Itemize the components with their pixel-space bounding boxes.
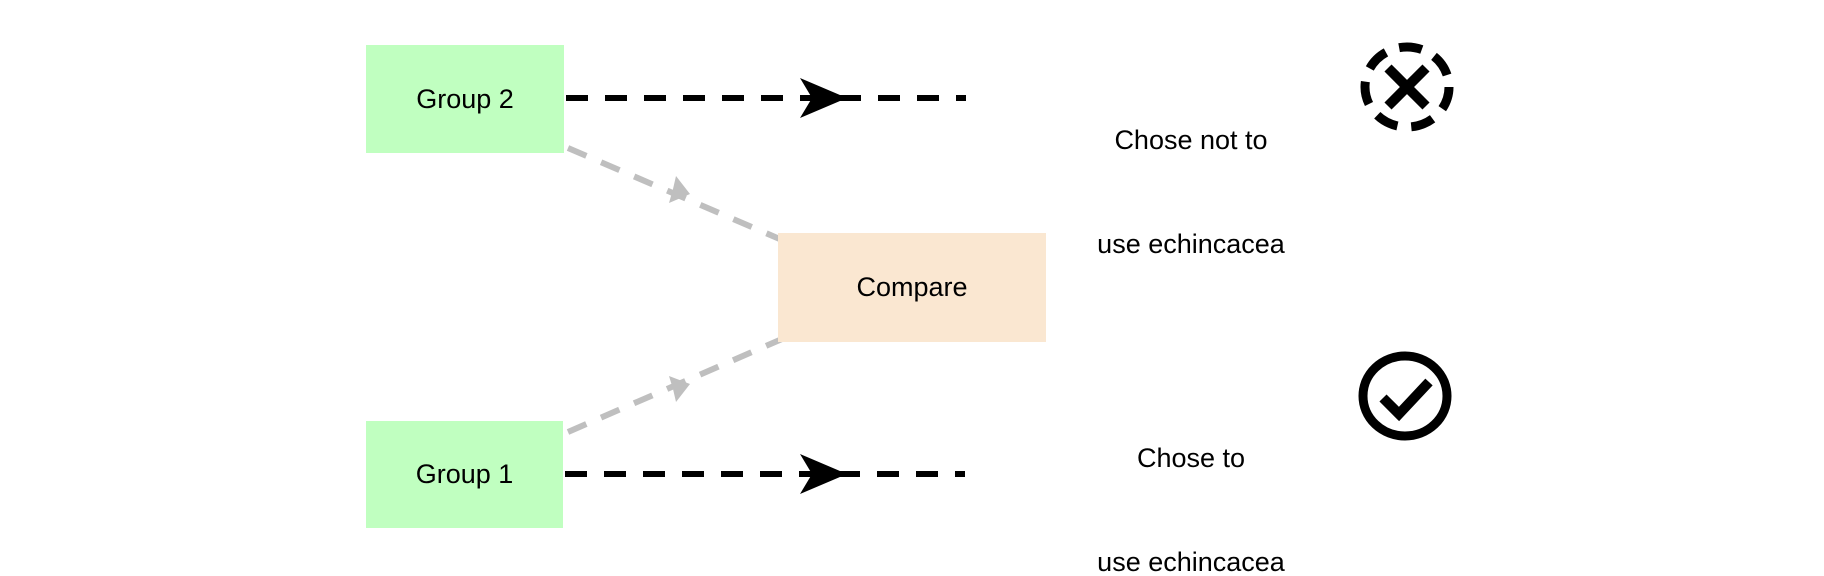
circle-check-icon-ring — [1358, 351, 1452, 441]
circle-check-icon — [1355, 346, 1455, 446]
edge-group2-to-compare-arrowhead — [669, 176, 690, 203]
edge-group1-to-outcome-arrowhead — [800, 454, 847, 494]
node-compare-label: Compare — [856, 272, 968, 303]
edge-group1-to-compare-arrowhead — [669, 376, 690, 402]
node-group-1[interactable]: Group 1 — [366, 421, 563, 528]
node-compare[interactable]: Compare — [778, 233, 1046, 342]
circle-x-dashed-icon-ring — [1360, 42, 1454, 132]
edge-group2-to-compare — [566, 145, 784, 243]
circle-check-icon-check — [1379, 378, 1433, 422]
node-group-2[interactable]: Group 2 — [366, 45, 564, 153]
outcome-label-yes-echinacea-line1: Chose to — [1136, 443, 1246, 474]
outcome-label-yes-echinacea: Chose to use echincacea — [1060, 372, 1322, 576]
circle-x-dashed-icon-stroke-2 — [1384, 64, 1430, 110]
outcome-label-no-echinacea-line1: Chose not to — [1114, 125, 1268, 156]
edge-group2-to-outcome-arrowhead — [800, 78, 847, 118]
circle-x-dashed-icon — [1357, 37, 1457, 137]
node-group-1-label: Group 1 — [415, 459, 514, 490]
edge-group1-to-compare — [566, 336, 784, 435]
outcome-label-yes-echinacea-line2: use echincacea — [1097, 546, 1285, 576]
edge-group2-to-outcome — [566, 78, 966, 118]
edge-group1-to-outcome — [565, 454, 965, 494]
outcome-label-no-echinacea-line2: use echincacea — [1097, 228, 1285, 259]
node-group-2-label: Group 2 — [416, 83, 514, 114]
outcome-label-no-echinacea: Chose not to use echincacea — [1060, 54, 1322, 330]
